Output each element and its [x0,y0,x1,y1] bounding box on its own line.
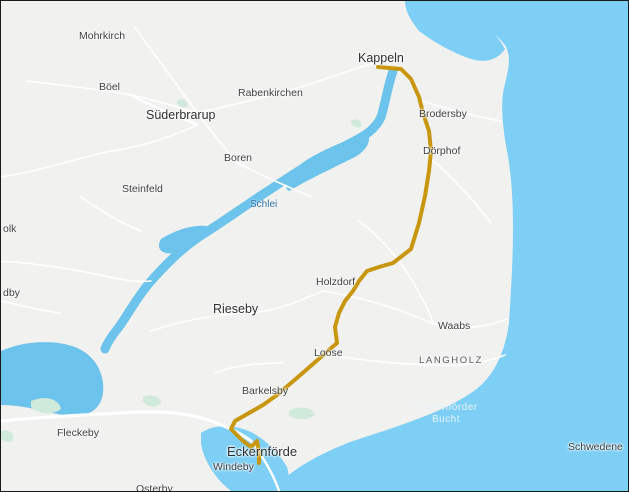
schlei-mouth [405,1,505,61]
park-patch [31,398,61,414]
schlei-widening [286,133,370,191]
park-patch [177,99,188,108]
main-road-north [129,93,199,127]
park-patch [143,395,161,407]
place-label-doerphof: Dörphof [423,145,461,157]
place-label-schwedeneck: Schwedene [568,441,623,453]
park-patch [289,407,315,420]
place-label-rieseby: Rieseby [213,302,259,316]
place-label-brodersby: Brodersby [419,108,467,120]
main-road [1,410,253,443]
place-label-boel: Böel [99,81,121,93]
park-patch [351,119,362,128]
bay-label-line-1: Eckernförder [414,402,478,413]
water-label-eckernfoerder-bucht: Eckernförder Bucht [411,403,481,425]
place-label-dby: dby [3,287,20,299]
schlei-west-arm [158,225,213,254]
place-label-eckernfoerde: Eckernförde [227,444,298,459]
place-label-steinfeld: Steinfeld [122,183,163,195]
minor-roads [1,26,508,374]
place-label-boren: Boren [224,152,253,164]
water-label-schlei: Schlei [250,199,278,210]
place-label-loose: Loose [314,347,343,359]
place-label-barkelsby: Barkelsby [242,385,289,397]
schlei-fjord [100,66,398,354]
route-path[interactable] [229,65,433,465]
place-label-fleckeby: Fleckeby [57,427,100,439]
park-patch [1,430,14,442]
place-label-kappeln: Kappeln [358,51,404,65]
place-label-rabenkirchen: Rabenkirchen [238,87,303,99]
eckernfoerde-inner-bay [201,426,289,491]
place-label-olk: olk [3,223,17,235]
place-label-holzdorf: Holzdorf [316,276,356,288]
region-label-langholz: LANGHOLZ [419,355,484,366]
windebyer-noor [1,342,104,417]
place-label-windeby: Windeby [213,461,254,473]
place-label-waabs: Waabs [438,320,471,332]
place-label-suederbrarup: Süderbrarup [146,108,216,122]
baltic-sea [271,1,628,491]
place-label-osterby: Osterby [136,483,173,492]
bay-label-line-2: Bucht [431,414,461,425]
place-label-mohrkirch: Mohrkirch [79,30,126,42]
